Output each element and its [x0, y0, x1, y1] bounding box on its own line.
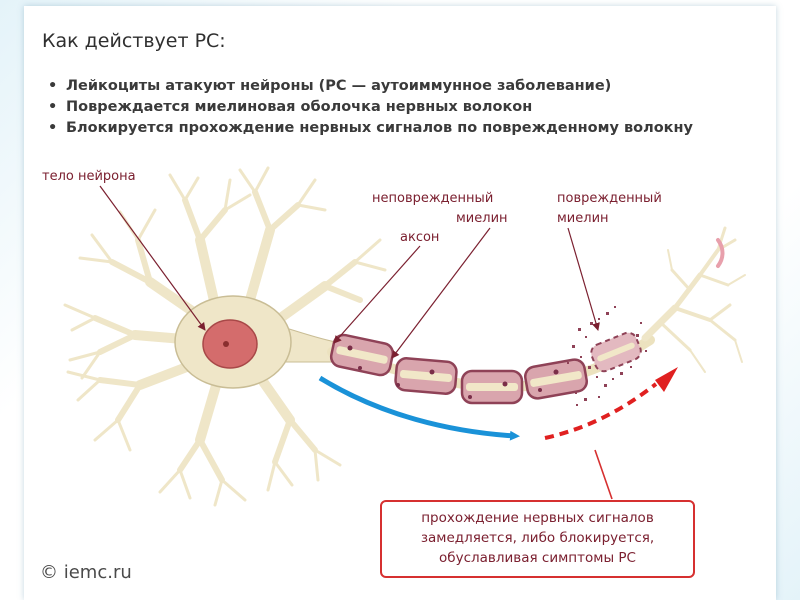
nucleolus [223, 341, 229, 347]
axon-terminals [641, 226, 746, 373]
blocked-arrow-head [655, 367, 678, 392]
slide-title: Как действует РС: [42, 30, 226, 52]
leader-neuron-body [99, 185, 206, 331]
label-intact-myelin-line2: миелин [456, 211, 508, 226]
bullet-item: Повреждается миелиновая оболочка нервных… [48, 97, 693, 118]
leader-callout [594, 449, 613, 500]
callout-line: прохождение нервных сигналов [421, 510, 654, 526]
label-damaged-myelin-line1: поврежденный [557, 191, 662, 206]
intact-myelin [329, 333, 588, 405]
signal-arrow [318, 375, 520, 441]
label-damaged-myelin-line2: миелин [557, 211, 609, 226]
bullet-item: Блокируется прохождение нервных сигналов… [48, 118, 693, 139]
leader-damaged-myelin [567, 227, 600, 331]
callout-line: замедляется, либо блокируется, [420, 530, 655, 546]
leader-axon [333, 245, 421, 344]
blocked-signal-arrow [544, 382, 658, 440]
label-axon: аксон [400, 230, 439, 245]
callout-box: прохождение нервных сигналов замедляется… [380, 500, 695, 578]
nucleus [202, 319, 258, 369]
copyright-text: © iemc.ru [40, 562, 132, 583]
callout-line: обуславливая симптомы РС [439, 550, 636, 566]
damaged-myelin [567, 306, 647, 406]
leader-intact-myelin [391, 227, 491, 359]
label-neuron-body: тело нейрона [42, 169, 136, 184]
bullet-item: Лейкоциты атакуют нейроны (РС — аутоимму… [48, 76, 693, 97]
synapse-terminal [716, 238, 725, 268]
myelin-dots [347, 345, 559, 399]
bullet-list: Лейкоциты атакуют нейроны (РС — аутоимму… [48, 76, 693, 139]
leader-lines [99, 185, 613, 500]
label-intact-myelin-line1: неповрежденный [372, 191, 493, 206]
